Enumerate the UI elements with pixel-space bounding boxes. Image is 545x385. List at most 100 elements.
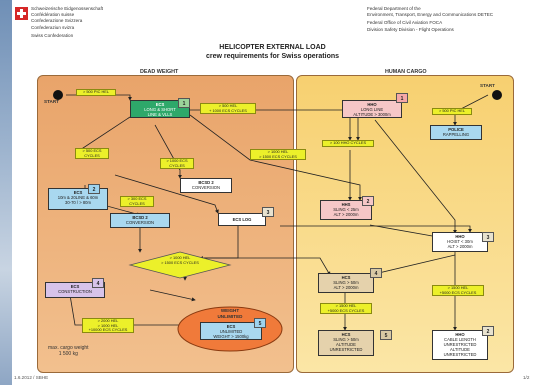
node-heading: ECS <box>155 102 165 107</box>
node-detail: CABLE LENGTH <box>444 337 476 342</box>
node-detail: ALT > 2000m <box>333 285 359 290</box>
swiss-flag-logo <box>15 7 28 20</box>
connector <box>189 114 362 201</box>
node-heading: BCSD 2 <box>132 215 148 220</box>
connector <box>190 109 352 141</box>
weight-unlimited-title: WEIGHT UNLIMITED <box>205 308 255 320</box>
node-detail: WEIGHT > 1500kg <box>213 334 249 339</box>
hcs-unrestricted-node: HCS SLING > 50m ALTITUDE UNRESTRICTED <box>318 330 374 356</box>
label-line: > 1500 ECS CYCLES <box>259 153 297 159</box>
label-line: > 500 ECS <box>82 148 102 153</box>
background-photo-strip <box>0 0 12 385</box>
label-line: > 500 HEL <box>218 103 238 108</box>
node-detail: UNLIMITED <box>219 329 243 334</box>
node-detail: ALT > 2000m <box>333 212 359 217</box>
node-detail: SLING < 25m <box>333 207 359 212</box>
node-detail: HOIST < 30m <box>447 239 473 244</box>
node-detail: RAPPELLING <box>442 132 470 137</box>
node-detail: SLING > 50m <box>333 337 359 342</box>
label-line: +10000 ECS CYCLES <box>88 327 128 333</box>
step-number: 2 <box>88 184 100 194</box>
header-right-line: Environment, Transport, Energy and Commu… <box>367 12 494 18</box>
start-left-dot <box>53 90 63 100</box>
node-detail: 10m & 20LINE & 60m <box>57 195 99 200</box>
connector <box>114 174 219 214</box>
label-line: > 100 HHO CYCLES <box>329 140 367 145</box>
condition-label: > 2000 HEL> 1000 HEL+10000 ECS CYCLES <box>82 318 134 333</box>
dead-weight-title: DEAD WEIGHT <box>140 69 179 75</box>
footer-date: 1.6.2012 / SBHE <box>14 375 49 380</box>
ecs-log-node: ECS LOG <box>218 213 266 226</box>
connector <box>369 254 456 277</box>
label-line: UNLIMITED <box>217 314 243 319</box>
connector <box>154 124 182 179</box>
step-number: 2 <box>362 196 374 206</box>
label-line: > 500 PIC HEL <box>438 108 466 113</box>
header-left-line: Confederaziun svizra <box>31 24 75 30</box>
step-number: 2 <box>482 326 494 336</box>
condition-label: > 1500 HEL+5000 ECS CYCLES <box>320 303 372 314</box>
label-line: > 1000 HEL <box>169 255 191 260</box>
diamond-label: > 1000 HEL > 1500 ECS CYCLES <box>142 255 218 267</box>
label-line: + 1000 ECS CYCLES <box>209 107 247 113</box>
header-left-line: Confederazione Svizzera <box>31 18 83 24</box>
node-detail: ALTITUDE > 3000m <box>353 112 391 117</box>
hho-hoist-node: HHO HOIST < 30m ALT > 2000m <box>432 232 488 252</box>
header-right-line: Federal Department of the <box>367 6 421 11</box>
node-detail: CONVERSION <box>125 220 155 225</box>
condition-label: > 100 HHO CYCLES <box>322 140 374 147</box>
step-number: 3 <box>262 207 274 217</box>
node-heading: POLICE <box>448 127 464 132</box>
bcsd2-conversion-node: BCSD 2 CONVERSION <box>110 213 170 228</box>
step-number: 3 <box>482 232 494 242</box>
header-left: Schweizerische Eidgenossenschaft Confédé… <box>31 6 103 39</box>
page-title: HELICOPTER EXTERNAL LOAD crew requiremen… <box>150 44 395 61</box>
label-line: CYCLES <box>84 152 100 158</box>
note-line: 1 500 kg <box>58 351 78 357</box>
step-number: 1 <box>396 93 408 103</box>
max-cargo-note: max. cargo weight 1 500 kg <box>48 345 89 357</box>
node-detail: CONVERSION <box>191 185 221 190</box>
step-number: 4 <box>92 278 104 288</box>
label-line: WEIGHT <box>220 308 240 313</box>
label-line: > 1500 HEL <box>447 285 469 290</box>
header-right: Federal Department of the Environment, T… <box>367 6 493 33</box>
connector <box>69 294 186 327</box>
label-line: > 500 PIC HEL <box>82 89 110 94</box>
start-right-label: START <box>480 83 495 88</box>
hcs-sling-node: HCS SLING > 50m ALT > 2000m <box>318 273 374 293</box>
node-detail: UNRESTRICTED <box>443 352 477 357</box>
step-number: 1 <box>178 98 190 108</box>
connector <box>280 225 472 233</box>
label-line: > 1000 HEL <box>267 149 289 154</box>
node-detail: ALTITUDE <box>336 342 356 347</box>
step-number: 5 <box>254 318 266 328</box>
header-left-line: Schweizerische Eidgenossenschaft <box>31 6 104 11</box>
condition-label: > 1500 HEL+5000 ECS CYCLES <box>432 285 484 296</box>
ecs-top-node: ECS LONG & SHORT LINE & VLLS <box>130 100 190 118</box>
node-detail: LONG LINE <box>360 107 384 112</box>
node-heading: ECS <box>70 284 80 289</box>
node-heading: HHO <box>367 102 377 107</box>
label-line: > 2000 HEL <box>97 318 119 323</box>
node-heading: HCS <box>341 332 351 337</box>
header-left-sub: Swiss Confederation <box>31 32 74 38</box>
step-number: 4 <box>370 268 382 278</box>
condition-label: > 1000 HEL> 1500 ECS CYCLES <box>250 149 306 160</box>
label-line: CYCLES <box>129 200 145 206</box>
page-number: 1/2 <box>523 375 530 380</box>
header-right-line: Federal Office of Civil Aviation FOCA <box>367 20 443 26</box>
decision-diamond <box>128 251 232 279</box>
start-left-label: START <box>44 99 59 104</box>
node-detail: 30-70 / > 80m <box>65 200 91 205</box>
label-line: > 1000 ECS <box>166 158 188 163</box>
node-heading: HHO <box>455 234 465 239</box>
node-heading: ECS <box>226 324 236 329</box>
node-heading: ECS LOG <box>232 217 252 222</box>
bcsd-conversion-node: BCSD 2 CONVERSION <box>180 178 232 193</box>
ecs-unlimited-node: ECS UNLIMITED WEIGHT > 1500kg <box>200 322 262 340</box>
human-cargo-title: HUMAN CARGO <box>385 69 427 75</box>
node-heading: BCSD 2 <box>198 180 214 185</box>
